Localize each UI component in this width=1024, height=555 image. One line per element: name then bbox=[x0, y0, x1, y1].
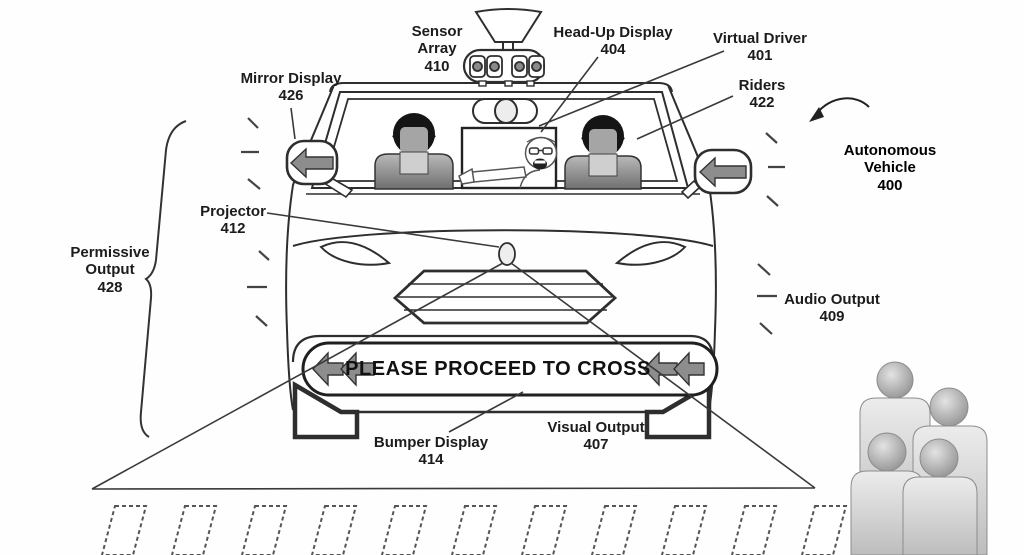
label-text: Audio Output bbox=[784, 291, 880, 308]
left-arrow-icon bbox=[289, 147, 334, 179]
projector-lens bbox=[498, 242, 516, 266]
label-text: Virtual Driver bbox=[713, 30, 807, 47]
label-text: Projector bbox=[200, 203, 266, 220]
label-text: Permissive Output bbox=[70, 244, 150, 279]
label-permissive-output: Permissive Output 428 bbox=[65, 244, 155, 296]
label-text: Sensor Array bbox=[411, 23, 463, 58]
mirror-left bbox=[285, 139, 354, 199]
leader-projector bbox=[266, 212, 500, 248]
rider-left-face bbox=[400, 127, 428, 153]
car-left-edge bbox=[285, 84, 335, 411]
label-number: 409 bbox=[819, 308, 845, 326]
bumper-fascia-top bbox=[291, 334, 715, 363]
sensor-lenses bbox=[469, 55, 545, 78]
emphasis-dashes bbox=[241, 117, 785, 335]
wheel-left bbox=[292, 381, 360, 440]
label-number: 412 bbox=[220, 220, 246, 238]
rider-left bbox=[374, 113, 454, 190]
permissive-output-brace bbox=[139, 120, 187, 438]
label-mirror-display: Mirror Display 426 bbox=[226, 70, 356, 105]
label-projector: Projector 412 bbox=[188, 203, 278, 238]
sensor-array bbox=[462, 8, 546, 87]
label-riders: Riders 422 bbox=[722, 77, 802, 112]
rider-right-face bbox=[589, 129, 617, 155]
rider-left-collar bbox=[399, 151, 429, 175]
rider-right bbox=[564, 115, 642, 190]
label-text: Bumper Display bbox=[373, 434, 489, 451]
label-bumper-display: Bumper Display 414 bbox=[366, 434, 496, 469]
autonomous-vehicle-arrow bbox=[809, 97, 870, 122]
leader-virtual-driver bbox=[538, 50, 725, 127]
label-text: Head-Up Display bbox=[553, 24, 673, 41]
label-number: 407 bbox=[583, 436, 609, 454]
label-number: 400 bbox=[877, 176, 903, 194]
leader-bumper-display bbox=[448, 391, 524, 433]
label-text: Visual Output bbox=[547, 419, 645, 436]
label-number: 422 bbox=[749, 94, 775, 112]
label-text: Mirror Display bbox=[240, 70, 342, 87]
pedestrians bbox=[850, 361, 988, 555]
label-number: 428 bbox=[97, 278, 123, 296]
sensor-cone bbox=[474, 8, 543, 43]
leader-lines bbox=[266, 50, 734, 433]
car-roof bbox=[329, 82, 673, 93]
label-audio-output: Audio Output 409 bbox=[777, 291, 887, 326]
label-text: Riders bbox=[738, 77, 786, 94]
headlight-right bbox=[614, 241, 687, 266]
label-autonomous-vehicle: Autonomous Vehicle 400 bbox=[840, 142, 940, 194]
virtual-driver-figure bbox=[458, 136, 558, 189]
headlight-left bbox=[319, 241, 392, 266]
leader-head-up-display bbox=[540, 56, 599, 133]
label-visual-output: Visual Output 407 bbox=[541, 419, 651, 454]
label-text: Autonomous Vehicle bbox=[843, 142, 937, 177]
projection-beam bbox=[91, 262, 816, 490]
hood-crease bbox=[292, 229, 714, 247]
bumper-display-panel bbox=[301, 341, 719, 397]
leader-mirror-display bbox=[290, 107, 296, 140]
leader-riders bbox=[636, 95, 734, 140]
label-head-up-display: Head-Up Display 404 bbox=[538, 24, 688, 59]
label-sensor-array: Sensor Array 410 bbox=[405, 23, 469, 75]
crosswalk bbox=[100, 505, 848, 555]
label-number: 426 bbox=[278, 87, 304, 105]
mirror-right bbox=[680, 148, 753, 200]
bumper-right-arrows-icon bbox=[643, 351, 705, 387]
label-number: 414 bbox=[418, 451, 444, 469]
label-number: 401 bbox=[747, 47, 773, 65]
label-virtual-driver: Virtual Driver 401 bbox=[700, 30, 820, 65]
head-up-display-screen bbox=[458, 126, 558, 190]
bumper-left-arrows-icon bbox=[312, 351, 375, 387]
label-number: 410 bbox=[424, 57, 450, 75]
label-number: 404 bbox=[600, 41, 626, 59]
rider-right-collar bbox=[588, 153, 618, 177]
pedestrian bbox=[902, 438, 978, 555]
left-arrow-icon bbox=[698, 156, 747, 188]
bumper-display-message: PLEASE PROCEED TO CROSS bbox=[345, 358, 651, 380]
interior-rearview-mirror bbox=[472, 98, 538, 124]
